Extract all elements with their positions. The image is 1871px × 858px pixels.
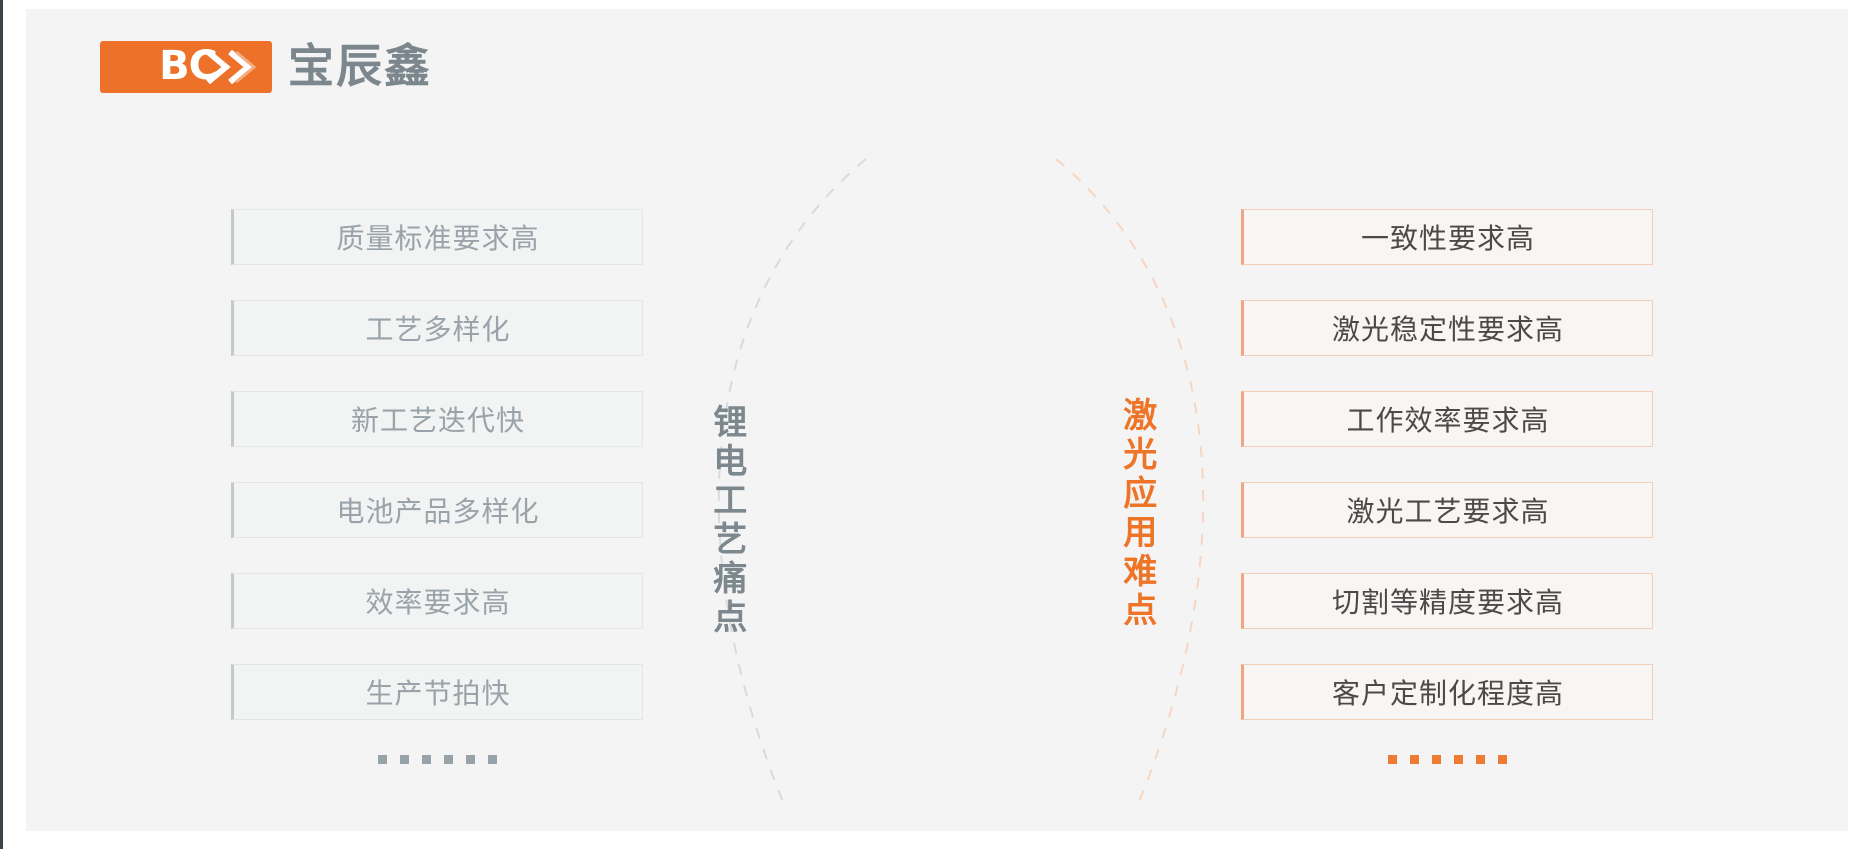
list-item[interactable]: 激光工艺要求高: [1241, 482, 1653, 538]
list-item-label: 工作效率要求高: [1346, 405, 1550, 436]
list-item-label: 激光工艺要求高: [1346, 496, 1550, 527]
list-item-label: 电池产品多样化: [336, 496, 540, 527]
list-item[interactable]: 切割等精度要求高: [1241, 573, 1653, 629]
list-item-label: 切割等精度要求高: [1331, 587, 1564, 618]
list-item[interactable]: 激光稳定性要求高: [1241, 300, 1653, 356]
slide-panel: BC 宝辰鑫 质量标准要求高 工艺多样化 新工艺迭代快: [26, 9, 1848, 831]
list-item-label: 工艺多样化: [365, 314, 511, 345]
list-item-label: 新工艺迭代快: [350, 405, 525, 436]
slide-left-edge-rule: [0, 0, 3, 849]
list-item[interactable]: 效率要求高: [231, 573, 643, 629]
list-item[interactable]: 工艺多样化: [231, 300, 643, 356]
logo-chinese-name: 宝辰鑫: [288, 39, 432, 93]
brand-logo: BC 宝辰鑫: [100, 41, 432, 93]
list-item[interactable]: 一致性要求高: [1241, 209, 1653, 265]
dot: [487, 755, 497, 764]
right-section-title: 激光应用难点: [1117, 397, 1156, 631]
left-section-title: 锂电工艺痛点: [707, 404, 746, 638]
list-item[interactable]: 电池产品多样化: [231, 482, 643, 538]
list-item-label: 质量标准要求高: [336, 223, 540, 254]
list-item-label: 生产节拍快: [365, 678, 511, 709]
right-column: 一致性要求高 激光稳定性要求高 工作效率要求高 激光工艺要求高 切割等精度要求高…: [1241, 209, 1653, 764]
list-item[interactable]: 客户定制化程度高: [1241, 664, 1653, 720]
list-item-label: 效率要求高: [365, 587, 511, 618]
list-item[interactable]: 生产节拍快: [231, 664, 643, 720]
right-ellipsis-dots: [1241, 755, 1653, 764]
list-item-label: 客户定制化程度高: [1331, 678, 1564, 709]
dot: [1497, 755, 1507, 764]
logo-mark: BC: [100, 41, 272, 93]
dot: [465, 755, 475, 764]
left-ellipsis-dots: [231, 755, 643, 764]
left-column: 质量标准要求高 工艺多样化 新工艺迭代快 电池产品多样化 效率要求高 生产节拍快: [231, 209, 643, 764]
dot: [1475, 755, 1485, 764]
dot: [1453, 755, 1463, 764]
double-chevron-icon: [206, 50, 257, 84]
list-item[interactable]: 新工艺迭代快: [231, 391, 643, 447]
dot: [421, 755, 431, 764]
dot: [1431, 755, 1441, 764]
dot: [399, 755, 409, 764]
list-item[interactable]: 工作效率要求高: [1241, 391, 1653, 447]
list-item[interactable]: 质量标准要求高: [231, 209, 643, 265]
dot: [1387, 755, 1397, 764]
list-item-label: 一致性要求高: [1360, 223, 1535, 254]
dot: [443, 755, 453, 764]
dot: [1409, 755, 1419, 764]
list-item-label: 激光稳定性要求高: [1331, 314, 1564, 345]
dot: [377, 755, 387, 764]
